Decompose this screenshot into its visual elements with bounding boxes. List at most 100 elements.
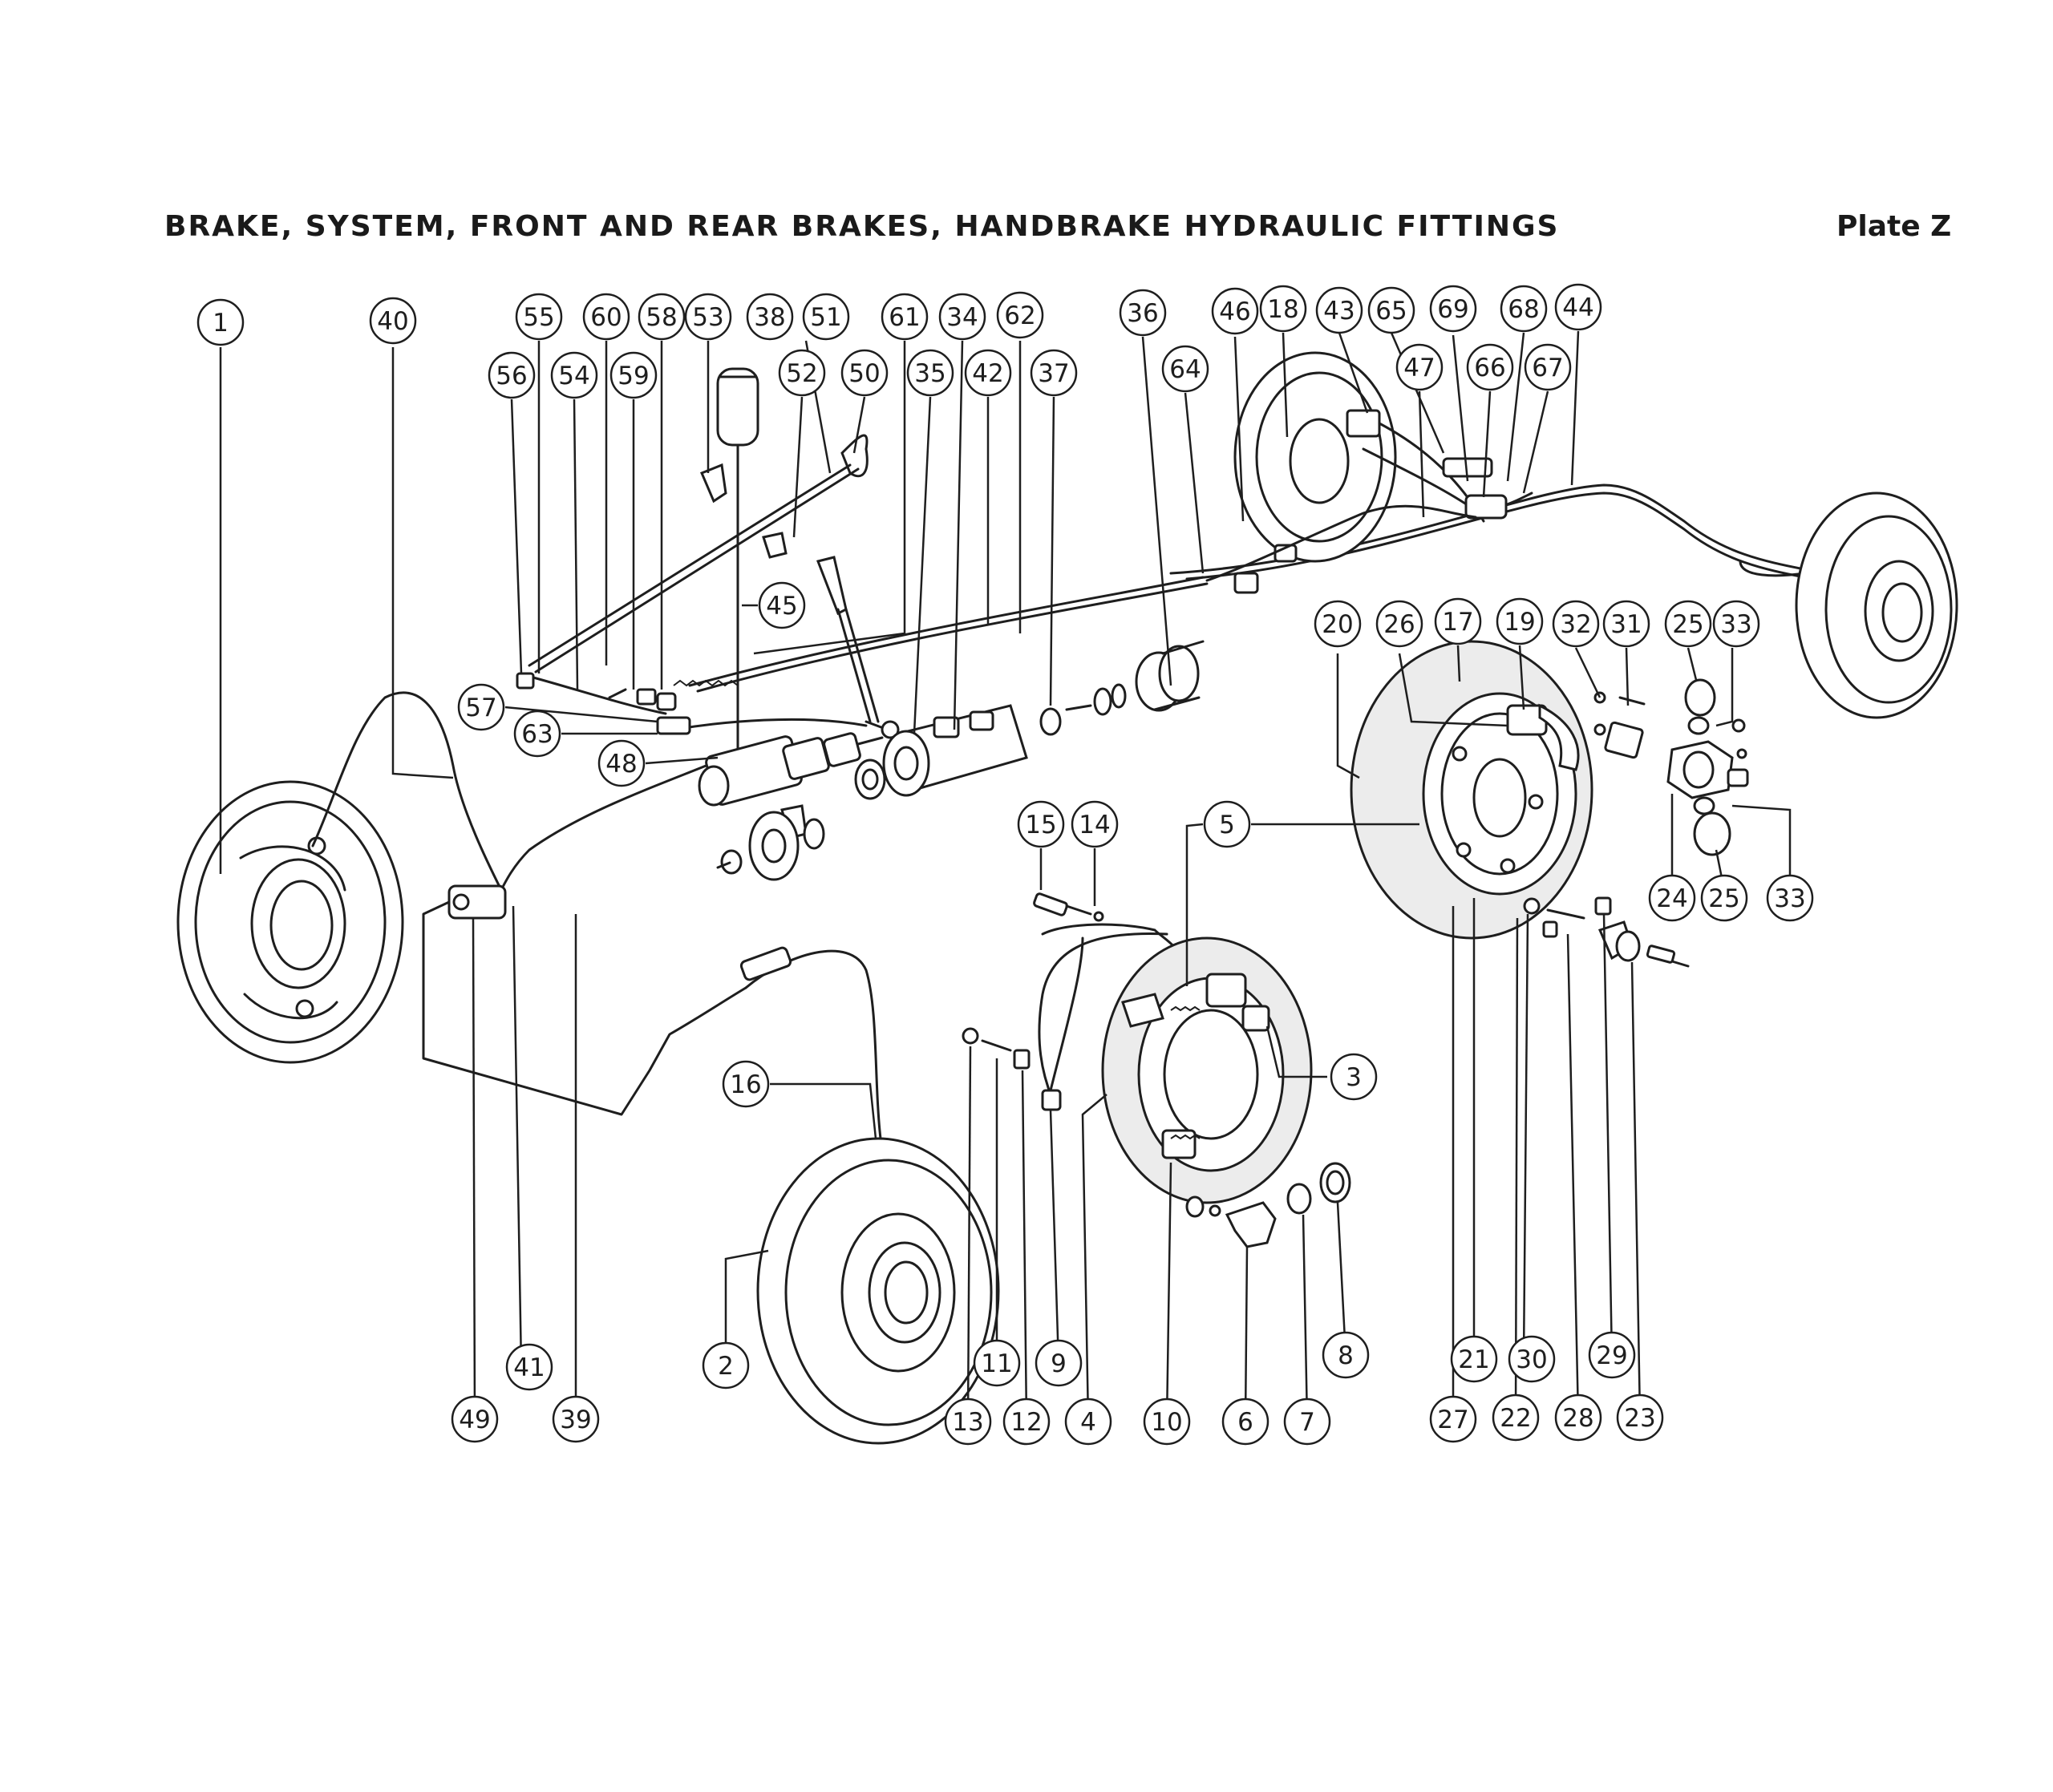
callout-circle [973,1339,1021,1387]
callout-circle [1211,287,1259,335]
callout-circle [582,293,630,341]
rear-right-brake-drum [1795,491,1958,719]
callout-10: 10 [1143,1398,1191,1446]
callout-2: 2 [702,1341,750,1390]
callout-number: 11 [981,1349,1012,1378]
callout-14: 14 [1071,800,1119,848]
callout-number: 44 [1562,293,1593,322]
callout-number: 29 [1596,1341,1627,1370]
callout-17: 17 [1434,597,1482,645]
callout-circle [1664,600,1712,648]
callout-number: 10 [1151,1408,1182,1437]
callout-number: 41 [513,1353,545,1382]
callout-number: 40 [377,307,408,336]
callout-3: 3 [1330,1053,1378,1101]
callout-circle [1766,874,1814,922]
callout-35: 35 [906,349,954,397]
callout-number: 23 [1624,1404,1655,1433]
callout-number: 42 [972,359,1003,388]
callout-number: 27 [1437,1406,1468,1434]
callout-circle [515,293,563,341]
callout-58: 58 [638,293,686,341]
callout-number: 8 [1338,1341,1354,1370]
callout-42: 42 [964,349,1012,397]
callout-circle [1330,1053,1378,1101]
callout-number: 37 [1038,359,1069,388]
callout-circle [457,683,505,731]
page-title: BRAKE, SYSTEM, FRONT AND REAR BRAKES, HA… [164,210,1560,243]
callout-circle [1429,285,1477,333]
callout-circle [488,351,536,399]
callout-circle [597,739,646,787]
callout-circle [1496,597,1544,645]
callout-circle [746,293,794,341]
callout-circle [1524,343,1572,391]
callout-56: 56 [488,351,536,399]
callout-16: 16 [722,1060,770,1108]
callout-circle [1143,1398,1191,1446]
callout-19: 19 [1496,597,1544,645]
callout-51: 51 [802,293,850,341]
callout-55: 55 [515,293,563,341]
handbrake-cable [688,504,1477,693]
callout-circle [938,293,986,341]
callout-65: 65 [1367,286,1415,334]
callout-number: 19 [1504,608,1535,637]
callout-number: 57 [465,694,496,722]
callout-number: 60 [590,303,622,332]
callout-29: 29 [1588,1331,1636,1379]
callout-number: 69 [1437,295,1468,324]
callout-circle [722,1060,770,1108]
callout-circle [1161,345,1209,393]
front-left-brake-drum [176,780,404,1064]
callout-13: 13 [944,1398,992,1446]
callout-53: 53 [684,293,732,341]
callout-52: 52 [778,349,826,397]
callout-number: 21 [1458,1345,1489,1374]
callout-circle [1119,289,1167,337]
callout-45: 45 [758,581,806,629]
callout-circle [1064,1398,1112,1446]
callout-number: 66 [1474,354,1505,382]
callout-circle [964,349,1012,397]
callout-circle [1283,1398,1331,1446]
callout-number: 62 [1004,301,1035,330]
callout-26: 26 [1375,600,1423,648]
callout-circle [840,349,889,397]
callout-48: 48 [597,739,646,787]
callout-61: 61 [881,293,929,341]
callout-39: 39 [552,1395,600,1443]
callout-number: 39 [560,1406,591,1434]
callout-number: 1 [213,309,229,338]
callout-number: 33 [1720,610,1751,639]
callout-number: 25 [1708,884,1739,913]
callout-number: 50 [848,359,880,388]
callout-7: 7 [1283,1398,1331,1446]
callout-number: 22 [1500,1404,1531,1433]
callout-circle [996,291,1044,339]
front-bleed-fittings [1523,896,1690,968]
callout-circle [802,293,850,341]
callout-number: 30 [1516,1345,1547,1374]
callout-circle [1017,800,1065,848]
callout-6: 6 [1221,1398,1269,1446]
callout-number: 59 [618,362,649,390]
callout-number: 63 [521,720,553,749]
callout-4: 4 [1064,1398,1112,1446]
callout-circle [1259,285,1307,333]
callout-25: 25 [1700,874,1748,922]
callout-number: 53 [692,303,723,332]
callout-47: 47 [1395,343,1444,391]
callout-number: 7 [1299,1408,1315,1437]
callout-28: 28 [1554,1394,1602,1442]
callout-34: 34 [938,293,986,341]
callout-number: 12 [1010,1408,1042,1437]
callout-circle [1315,286,1363,334]
callout-circle [1554,283,1602,331]
callout-15: 15 [1017,800,1065,848]
callout-59: 59 [609,351,658,399]
callout-number: 48 [605,750,637,779]
callout-circle [196,298,245,346]
callout-number: 16 [730,1070,761,1099]
